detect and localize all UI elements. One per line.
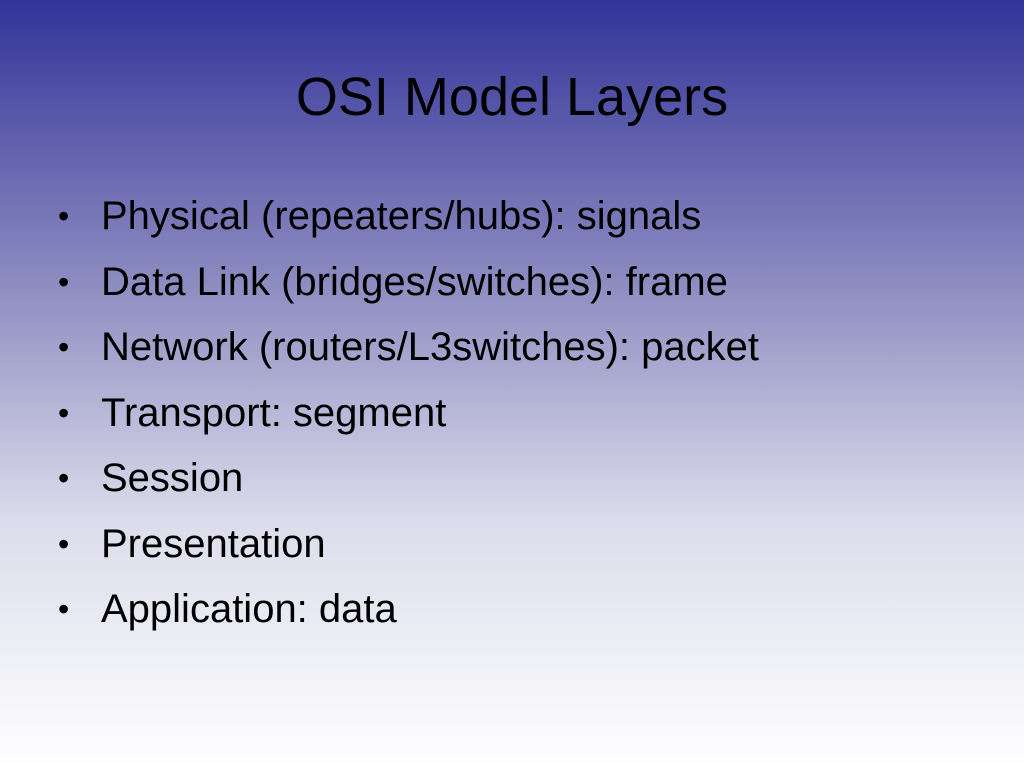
bullet-item-transport: • Transport: segment [58,381,759,447]
bullet-icon: • [58,329,70,365]
bullet-icon: • [58,525,70,562]
bullet-item-physical: • Physical (repeaters/hubs): signals [58,184,759,250]
bullet-icon: • [58,198,70,234]
bullet-item-network: • Network (routers/L3switches): packet [58,315,759,381]
bullet-icon: • [58,394,70,431]
bullet-text: Network (routers/L3switches): packet [101,325,760,369]
bullet-text: Physical (repeaters/hubs): signals [101,194,702,238]
bullet-icon: • [58,263,70,300]
bullet-item-presentation: • Presentation [58,512,759,578]
bullet-text: Presentation [101,521,326,566]
bullet-text: Data Link (bridges/switches): frame [101,259,728,304]
bullet-text: Application: data [101,587,397,631]
bullet-item-application: • Application: data [58,577,759,643]
bullet-icon: • [58,591,70,627]
bullet-text: Transport: segment [101,390,447,435]
bullet-text: Session [101,456,244,500]
bullet-list: • Physical (repeaters/hubs): signals • D… [58,184,759,643]
bullet-item-session: • Session [58,446,759,512]
bullet-item-data-link: • Data Link (bridges/switches): frame [58,250,759,316]
slide-title: OSI Model Layers [295,67,729,127]
bullet-icon: • [58,460,70,496]
